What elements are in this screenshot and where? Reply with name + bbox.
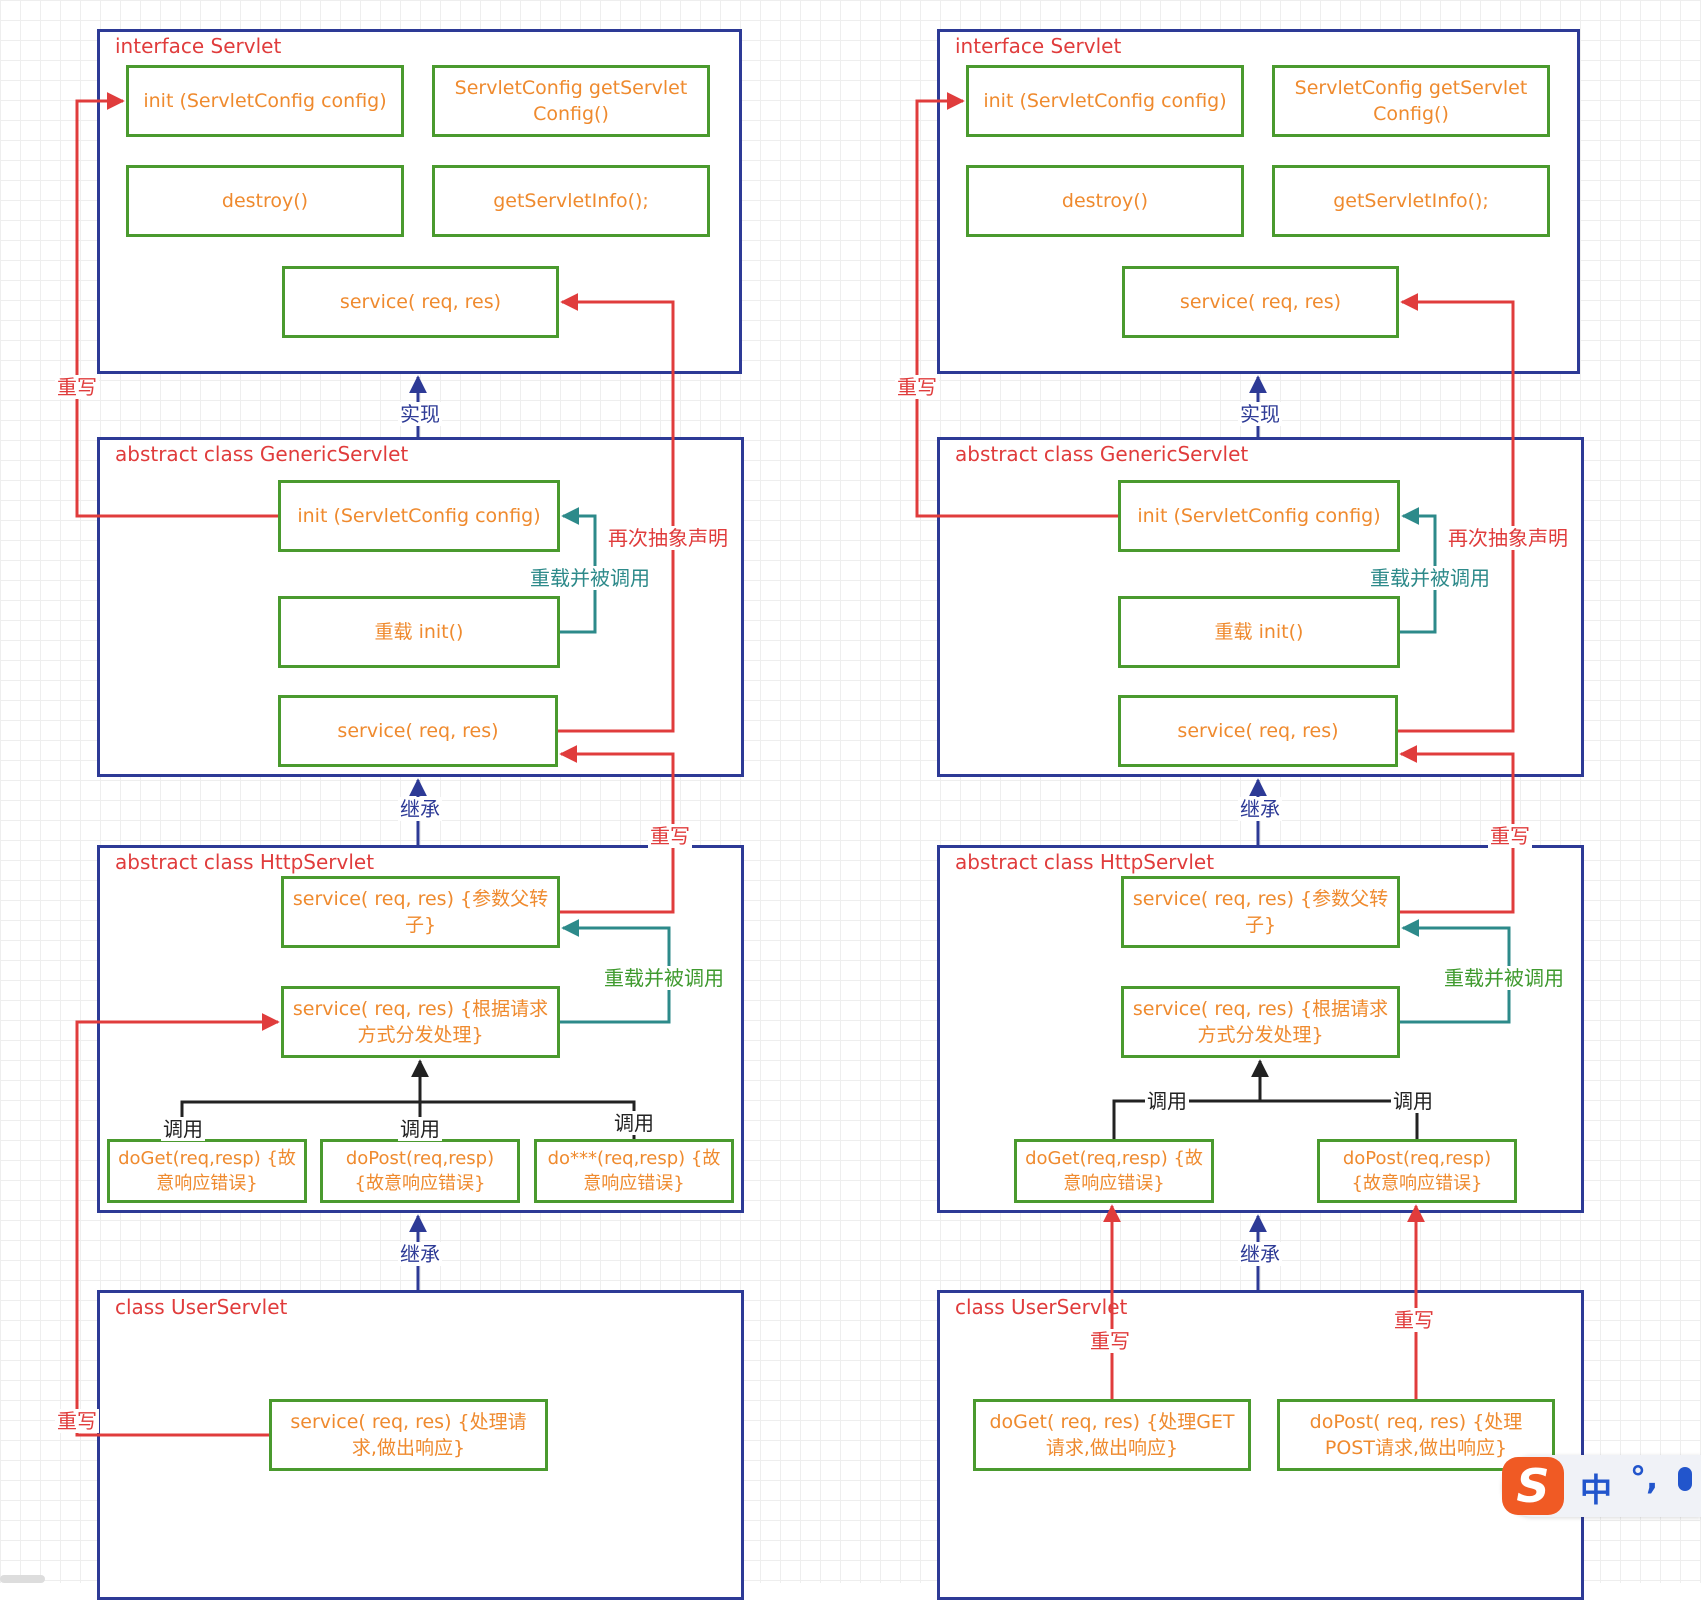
left-extends-label-1: 继承 xyxy=(398,797,442,821)
left-user-title: class UserServlet xyxy=(115,1295,288,1319)
left-abstract-again-label: 再次抽象声明 xyxy=(606,526,730,550)
left-http-dopost-method: doPost(req,resp) {故意响应错误} xyxy=(320,1139,520,1203)
right-generic-init-method: init (ServletConfig config) xyxy=(1118,480,1400,552)
right-http-doget-method: doGet(req,resp) {故意响应错误} xyxy=(1014,1139,1214,1203)
left-user-service-method: service( req, res) {处理请求,做出响应} xyxy=(269,1399,548,1471)
ime-language-toggle[interactable]: 中 xyxy=(1580,1471,1613,1509)
right-servlet-getconfig-method: ServletConfig getServlet Config() xyxy=(1272,65,1550,137)
left-servlet-service-method: service( req, res) xyxy=(282,266,559,338)
left-override-service-label: 重写 xyxy=(648,824,692,848)
right-call-label-1: 调用 xyxy=(1145,1089,1189,1113)
right-generic-title: abstract class GenericServlet xyxy=(955,442,1249,466)
right-generic-service-method: service( req, res) xyxy=(1118,695,1398,767)
right-http-service-cast-method: service( req, res) {参数父转子} xyxy=(1121,876,1400,948)
left-generic-init-method: init (ServletConfig config) xyxy=(278,480,560,552)
right-http-dopost-method: doPost(req,resp) {故意响应错误} xyxy=(1317,1139,1517,1203)
right-user-dopost-method: doPost( req, res) {处理POST请求,做出响应} xyxy=(1277,1399,1555,1471)
right-override-dopost-label: 重写 xyxy=(1392,1308,1436,1332)
left-http-doget-method: doGet(req,resp) {故意响应错误} xyxy=(107,1139,307,1203)
right-servlet-init-method: init (ServletConfig config) xyxy=(966,65,1244,137)
left-servlet-destroy-method: destroy() xyxy=(126,165,404,237)
left-servlet-init-method: init (ServletConfig config) xyxy=(126,65,404,137)
ime-logo-icon[interactable]: S xyxy=(1502,1457,1564,1515)
right-user-doget-method: doGet( req, res) {处理GET请求,做出响应} xyxy=(973,1399,1251,1471)
right-overload-http-label: 重载并被调用 xyxy=(1442,966,1566,990)
right-override-doget-label: 重写 xyxy=(1088,1329,1132,1353)
right-override-service-label: 重写 xyxy=(1488,824,1532,848)
left-call-label-2: 调用 xyxy=(398,1117,442,1141)
right-servlet-destroy-method: destroy() xyxy=(966,165,1244,237)
left-http-service-cast-method: service( req, res) {参数父转子} xyxy=(281,876,560,948)
left-call-label-1: 调用 xyxy=(161,1117,205,1141)
microphone-icon[interactable] xyxy=(1678,1467,1692,1491)
ime-punctuation-toggle[interactable]: °, xyxy=(1630,1459,1659,1497)
left-implement-label: 实现 xyxy=(398,402,442,426)
right-implement-label: 实现 xyxy=(1238,402,1282,426)
left-http-service-dispatch-method: service( req, res) {根据请求方式分发处理} xyxy=(281,986,560,1058)
right-http-service-dispatch-method: service( req, res) {根据请求方式分发处理} xyxy=(1121,986,1400,1058)
left-generic-title: abstract class GenericServlet xyxy=(115,442,409,466)
right-generic-reinit-method: 重载 init() xyxy=(1118,596,1400,668)
right-override-init-label: 重写 xyxy=(895,375,939,399)
left-servlet-info-method: getServletInfo(); xyxy=(432,165,710,237)
left-servlet-getconfig-method: ServletConfig getServlet Config() xyxy=(432,65,710,137)
right-http-title: abstract class HttpServlet xyxy=(955,850,1215,874)
left-call-label-3: 调用 xyxy=(612,1111,656,1135)
right-user-title: class UserServlet xyxy=(955,1295,1128,1319)
right-call-label-2: 调用 xyxy=(1391,1089,1435,1113)
left-generic-reinit-method: 重载 init() xyxy=(278,596,560,668)
ime-toolbar[interactable]: S 中 °, xyxy=(1502,1455,1701,1517)
left-extends-label-2: 继承 xyxy=(398,1242,442,1266)
left-http-doany-method: do***(req,resp) {故意响应错误} xyxy=(534,1139,734,1203)
left-overload-generic-label: 重载并被调用 xyxy=(528,566,652,590)
left-generic-service-method: service( req, res) xyxy=(278,695,558,767)
left-override-user-label: 重写 xyxy=(55,1409,99,1433)
right-servlet-info-method: getServletInfo(); xyxy=(1272,165,1550,237)
left-http-title: abstract class HttpServlet xyxy=(115,850,375,874)
right-extends-label-1: 继承 xyxy=(1238,797,1282,821)
right-extends-label-2: 继承 xyxy=(1238,1242,1282,1266)
right-overload-generic-label: 重载并被调用 xyxy=(1368,566,1492,590)
right-abstract-again-label: 再次抽象声明 xyxy=(1446,526,1570,550)
horizontal-scrollbar-thumb[interactable] xyxy=(0,1575,45,1583)
left-overload-http-label: 重载并被调用 xyxy=(602,966,726,990)
right-servlet-service-method: service( req, res) xyxy=(1122,266,1399,338)
right-servlet-title: interface Servlet xyxy=(955,34,1122,58)
left-servlet-title: interface Servlet xyxy=(115,34,282,58)
left-override-init-label: 重写 xyxy=(55,375,99,399)
